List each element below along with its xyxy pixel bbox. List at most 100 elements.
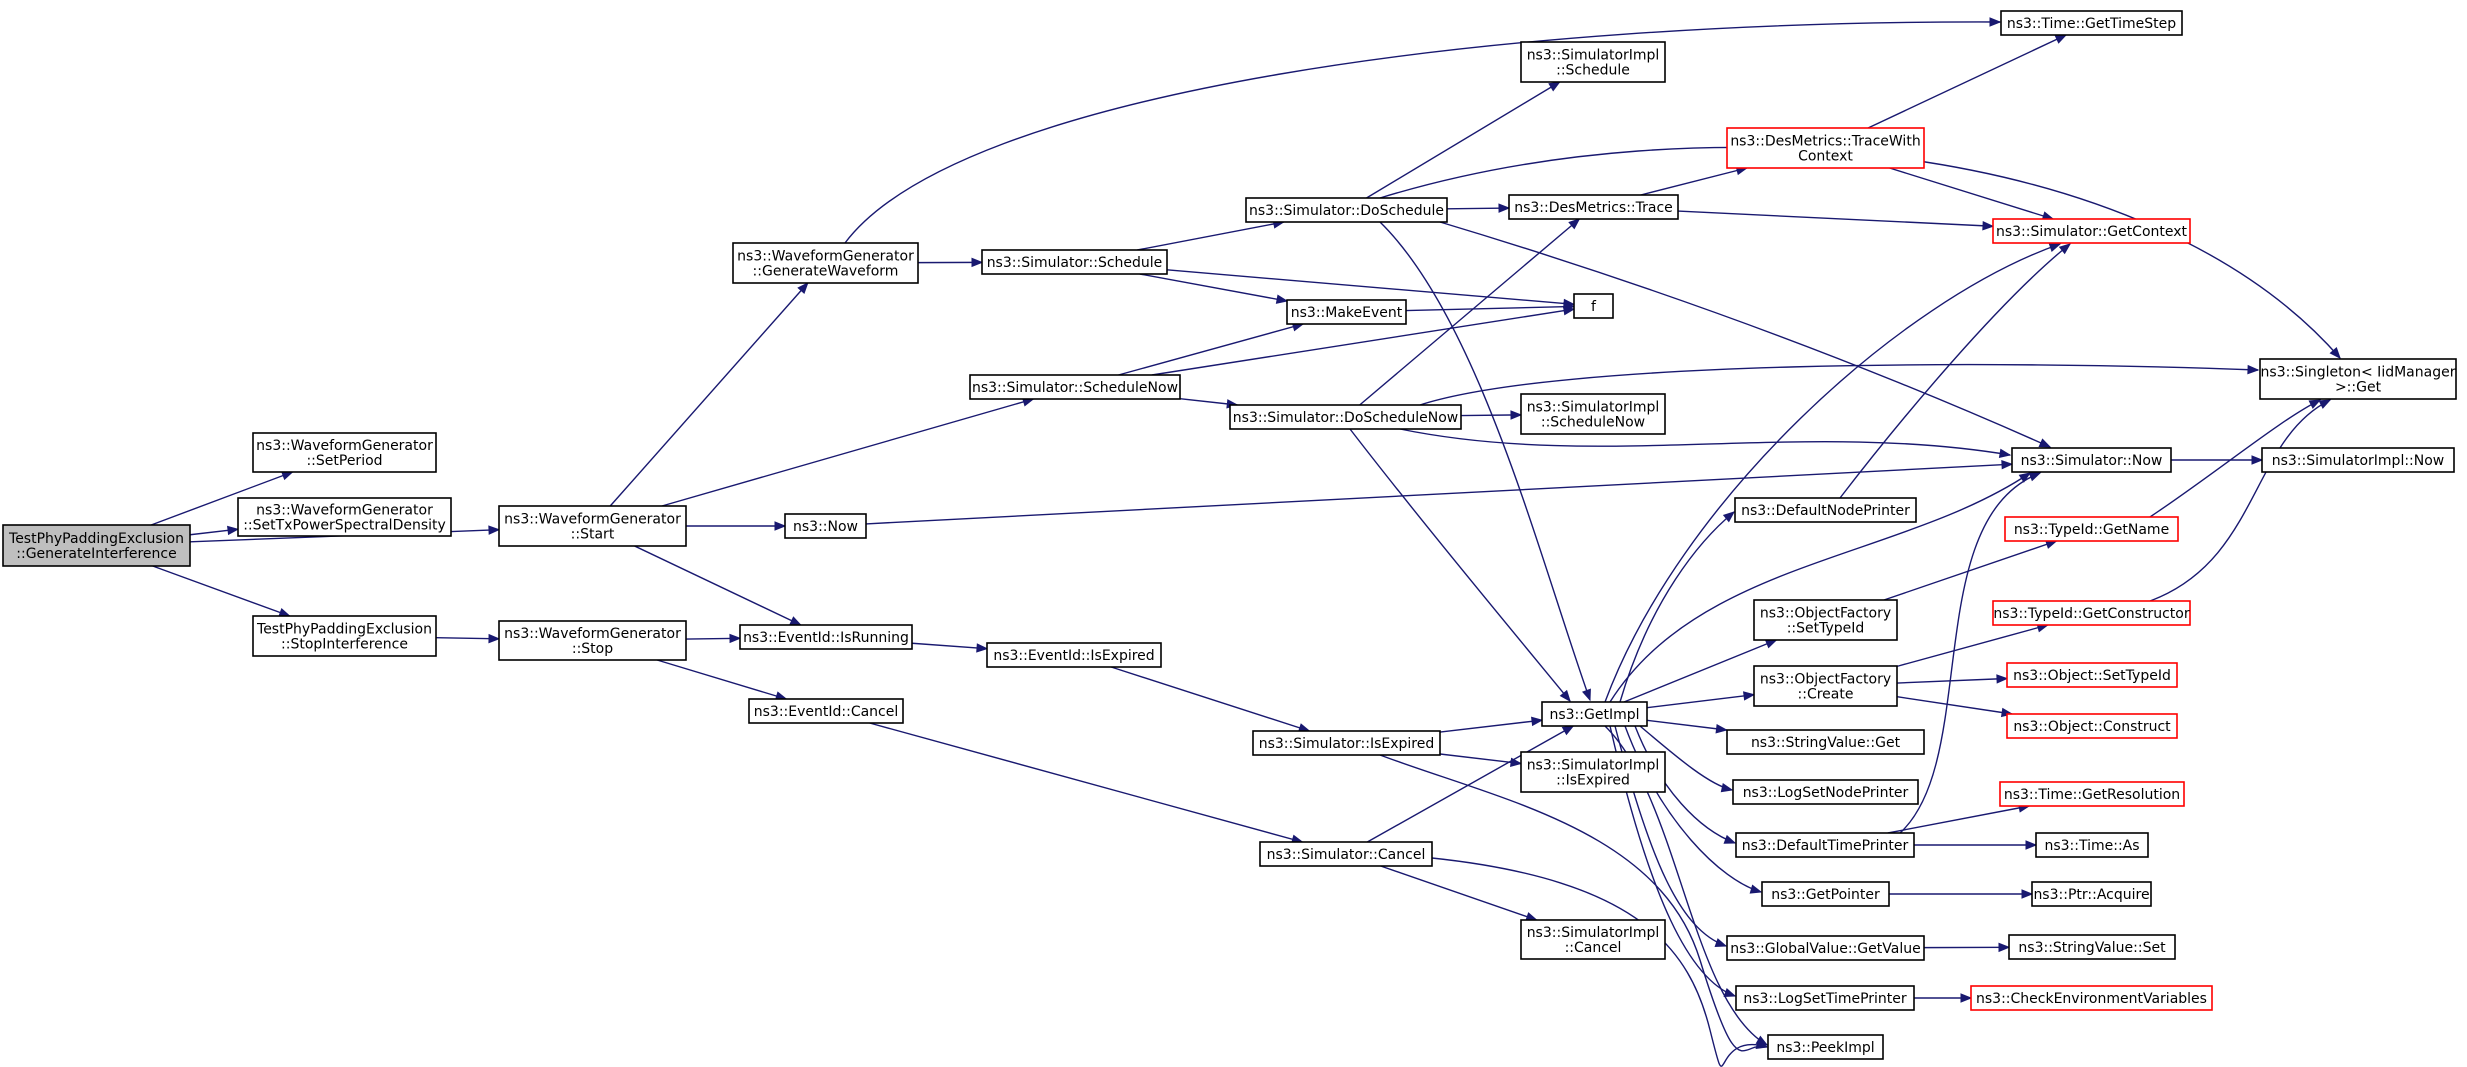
node-box[interactable] — [1734, 497, 1917, 523]
node-box[interactable] — [1520, 919, 1666, 960]
node-box[interactable] — [1970, 985, 2213, 1011]
node-sim-doschedulenow[interactable]: ns3::Simulator::DoScheduleNow — [1229, 404, 1462, 430]
node-log-set-node-printer[interactable]: ns3::LogSetNodePrinter — [1732, 779, 1919, 805]
node-box[interactable] — [1753, 665, 1898, 707]
node-box[interactable] — [1573, 293, 1614, 319]
node-default-time-printer[interactable]: ns3::DefaultTimePrinter — [1735, 832, 1915, 858]
node-box[interactable] — [2006, 662, 2178, 688]
node-box[interactable] — [1735, 832, 1915, 858]
node-desm-trace[interactable]: ns3::DesMetrics::Trace — [1508, 194, 1679, 220]
node-make-event[interactable]: ns3::MakeEvent — [1286, 299, 1407, 325]
node-ns3-now[interactable]: ns3::Now — [784, 513, 867, 539]
node-stop-interf[interactable]: TestPhyPaddingExclusion::StopInterferenc… — [252, 615, 437, 657]
node-box[interactable] — [981, 249, 1168, 275]
node-wg-genwave[interactable]: ns3::WaveformGenerator::GenerateWaveform — [732, 242, 919, 284]
node-default-node-printer[interactable]: ns3::DefaultNodePrinter — [1734, 497, 1917, 523]
node-box[interactable] — [1229, 404, 1462, 430]
node-box[interactable] — [2, 524, 191, 567]
node-box[interactable] — [1753, 599, 1898, 641]
node-check-env-vars[interactable]: ns3::CheckEnvironmentVariables — [1970, 985, 2213, 1011]
node-wg-stop[interactable]: ns3::WaveformGenerator::Stop — [498, 620, 687, 661]
node-eid-cancel[interactable]: ns3::EventId::Cancel — [748, 698, 904, 724]
node-sim-getcontext[interactable]: ns3::Simulator::GetContext — [1992, 218, 2191, 244]
node-stringvalue-get[interactable]: ns3::StringValue::Get — [1726, 729, 1925, 755]
node-box[interactable] — [1735, 985, 1915, 1011]
node-box[interactable] — [1245, 197, 1448, 223]
node-box[interactable] — [1992, 218, 2191, 244]
node-box[interactable] — [1520, 751, 1666, 793]
node-box[interactable] — [1520, 41, 1666, 83]
node-sim-doschedule[interactable]: ns3::Simulator::DoSchedule — [1245, 197, 1448, 223]
node-box[interactable] — [1286, 299, 1407, 325]
node-box[interactable] — [739, 624, 913, 650]
node-time-as[interactable]: ns3::Time::As — [2035, 832, 2149, 858]
node-box[interactable] — [1999, 781, 2185, 807]
node-box[interactable] — [1767, 1034, 1884, 1060]
node-eid-isrunning[interactable]: ns3::EventId::IsRunning — [739, 624, 913, 650]
node-box[interactable] — [2006, 713, 2178, 739]
node-typeid-getconstructor[interactable]: ns3::TypeId::GetConstructor — [1992, 600, 2191, 626]
node-simimpl-schedulenow[interactable]: ns3::SimulatorImpl::ScheduleNow — [1520, 393, 1666, 435]
node-time-gettimestep[interactable]: ns3::Time::GetTimeStep — [2000, 10, 2183, 36]
node-box[interactable] — [252, 615, 437, 657]
node-box[interactable] — [2035, 832, 2149, 858]
node-sim-schedule[interactable]: ns3::Simulator::Schedule — [981, 249, 1168, 275]
node-sim-cancel[interactable]: ns3::Simulator::Cancel — [1259, 841, 1433, 867]
node-of-settypeid[interactable]: ns3::ObjectFactory::SetTypeId — [1753, 599, 1898, 641]
node-simimpl-now[interactable]: ns3::SimulatorImpl::Now — [2261, 447, 2455, 473]
node-simimpl-schedule[interactable]: ns3::SimulatorImpl::Schedule — [1520, 41, 1666, 83]
node-peek-impl[interactable]: ns3::PeekImpl — [1767, 1034, 1884, 1060]
node-wg-settxpsd[interactable]: ns3::WaveformGenerator::SetTxPowerSpectr… — [237, 497, 452, 537]
node-stringvalue-set[interactable]: ns3::StringValue::Set — [2008, 934, 2176, 960]
node-wg-setperiod[interactable]: ns3::WaveformGenerator::SetPeriod — [252, 432, 437, 473]
node-sim-now[interactable]: ns3::Simulator::Now — [2011, 447, 2172, 473]
node-box[interactable] — [237, 497, 452, 537]
node-singleton-get[interactable]: ns3::Singleton< IidManager >::Get — [2259, 358, 2457, 400]
node-globalvalue-getvalue[interactable]: ns3::GlobalValue::GetValue — [1726, 935, 1925, 961]
node-sim-isexpired[interactable]: ns3::Simulator::IsExpired — [1252, 730, 1441, 756]
node-box[interactable] — [1508, 194, 1679, 220]
node-box[interactable] — [1732, 779, 1919, 805]
node-box[interactable] — [1252, 730, 1441, 756]
node-box[interactable] — [1259, 841, 1433, 867]
node-box[interactable] — [1992, 600, 2191, 626]
node-box[interactable] — [498, 620, 687, 661]
node-box[interactable] — [2261, 447, 2455, 473]
node-of-create[interactable]: ns3::ObjectFactory::Create — [1753, 665, 1898, 707]
node-box[interactable] — [986, 642, 1162, 668]
node-object-settypeid[interactable]: ns3::Object::SetTypeId — [2006, 662, 2178, 688]
node-box[interactable] — [1726, 935, 1925, 961]
node-box[interactable] — [2011, 447, 2172, 473]
node-box[interactable] — [2000, 10, 2183, 36]
node-box[interactable] — [2031, 881, 2152, 907]
node-eid-isexpired[interactable]: ns3::EventId::IsExpired — [986, 642, 1162, 668]
node-ptr-acquire[interactable]: ns3::Ptr::Acquire — [2031, 881, 2152, 907]
node-log-set-time-printer[interactable]: ns3::LogSetTimePrinter — [1735, 985, 1915, 1011]
node-typeid-getname[interactable]: ns3::TypeId::GetName — [2004, 516, 2179, 542]
node-box[interactable] — [969, 374, 1181, 400]
node-box[interactable] — [1726, 729, 1925, 755]
node-box[interactable] — [748, 698, 904, 724]
node-box[interactable] — [1520, 393, 1666, 435]
node-box[interactable] — [252, 432, 437, 473]
node-box[interactable] — [1726, 127, 1925, 169]
node-getimpl[interactable]: ns3::GetImpl — [1541, 701, 1648, 727]
node-simimpl-isexpired[interactable]: ns3::SimulatorImpl::IsExpired — [1520, 751, 1666, 793]
node-simimpl-cancel[interactable]: ns3::SimulatorImpl::Cancel — [1520, 919, 1666, 960]
node-sim-schedulenow[interactable]: ns3::Simulator::ScheduleNow — [969, 374, 1181, 400]
node-box[interactable] — [498, 505, 687, 547]
node-box[interactable] — [1541, 701, 1648, 727]
node-f[interactable]: f — [1573, 293, 1614, 319]
node-box[interactable] — [2259, 358, 2457, 400]
node-box[interactable] — [2004, 516, 2179, 542]
node-box[interactable] — [1761, 881, 1890, 907]
node-box[interactable] — [784, 513, 867, 539]
node-time-getresolution[interactable]: ns3::Time::GetResolution — [1999, 781, 2185, 807]
node-box[interactable] — [2008, 934, 2176, 960]
node-object-construct[interactable]: ns3::Object::Construct — [2006, 713, 2178, 739]
node-root[interactable]: TestPhyPaddingExclusion::GenerateInterfe… — [2, 524, 191, 567]
node-get-pointer[interactable]: ns3::GetPointer — [1761, 881, 1890, 907]
node-wg-start[interactable]: ns3::WaveformGenerator::Start — [498, 505, 687, 547]
node-box[interactable] — [732, 242, 919, 284]
